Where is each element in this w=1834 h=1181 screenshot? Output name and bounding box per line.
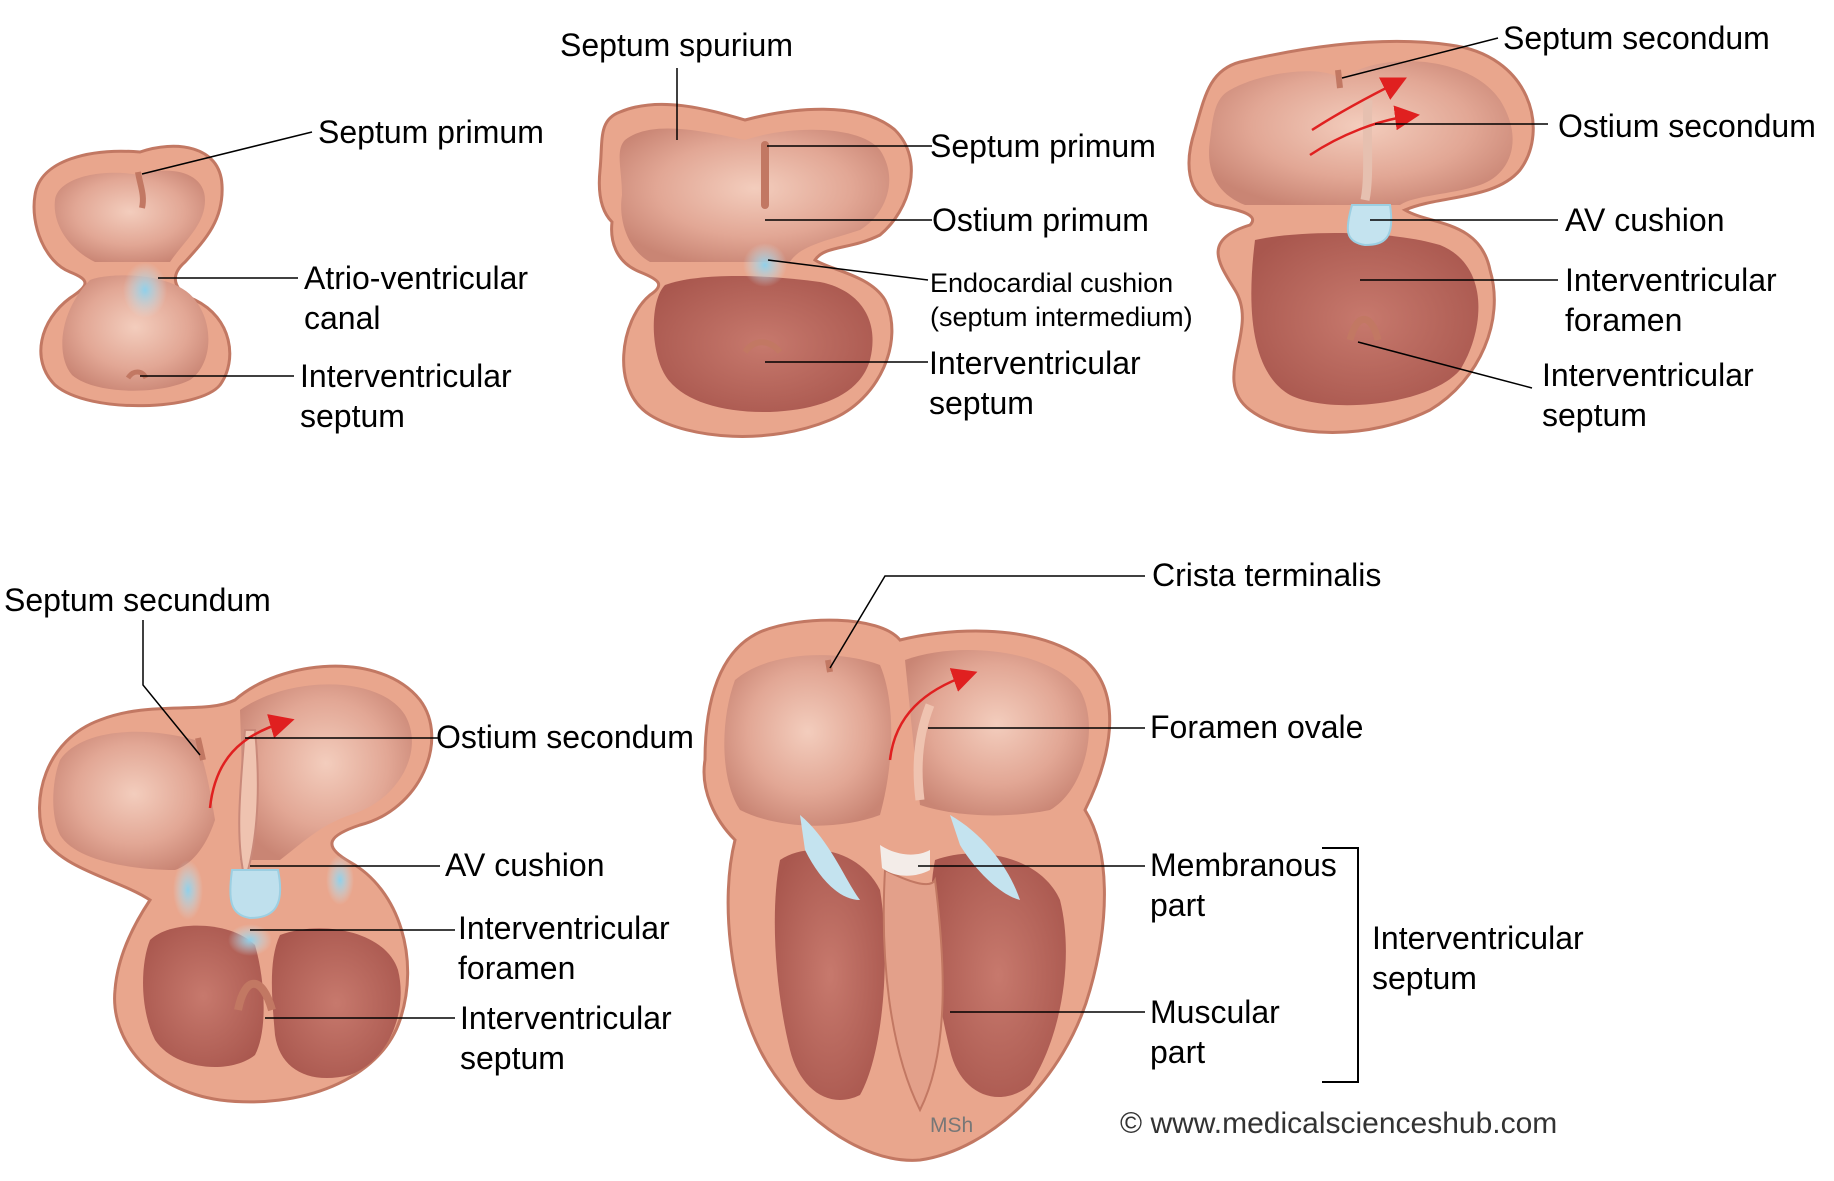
panel-e-muscular-label-line1: Muscular [1150, 994, 1280, 1030]
panel-a-iv-septum-label-line1: Interventricular [300, 358, 512, 394]
panel-b-endocardial-leader [767, 259, 929, 281]
panel-d-flow-arrow [208, 714, 295, 809]
panel-b-septum-spurium-label: Septum spurium [560, 27, 793, 63]
panel-a-iv-septum-label-line2: septum [300, 398, 405, 434]
panel-d-septum-secundum-label: Septum secundum [4, 582, 271, 618]
panel-e-left-atrium-cavity [905, 650, 1089, 816]
panel-c-av-cushion-label: AV cushion [1565, 202, 1725, 238]
panel-d-septum-secundum-leader [142, 620, 201, 756]
panel-d-av-cushion [229, 869, 282, 920]
panel-e-iv-septum-label-line1: Interventricular [1372, 920, 1584, 956]
panel-d-left-ventricle-cavity [143, 925, 264, 1067]
panel-b-endocardial-cushion [743, 243, 787, 287]
panel-c-flow-arrow-2 [1309, 105, 1420, 157]
panel-d-right-ventricle-cavity [271, 928, 401, 1079]
panel-d-cushion-left [173, 860, 203, 920]
panel-c-flow-arrow-1 [1311, 77, 1407, 132]
panel-a-av-canal-label-line1: Atrio-ventricular [304, 260, 529, 296]
panel-b-septum-primum-label: Septum primum [930, 128, 1156, 164]
panel-c-av-cushion [1346, 204, 1393, 247]
panel-b-iv-septum-ridge [742, 339, 783, 355]
panel-b-atrium-cavity [619, 128, 890, 262]
panel-d-cushion-right [326, 855, 354, 905]
panel-e-membranous-label-line2: part [1150, 887, 1206, 923]
panel-e-right-ventricle-cavity [774, 850, 885, 1100]
panel-c-septum-secondum-leader [1341, 37, 1499, 79]
panel-e-foramen-ovale-label: Foramen ovale [1150, 709, 1364, 745]
panel-e-cushion-left [800, 815, 860, 900]
panel-d-septum-secundum-fold [195, 737, 206, 761]
panel-a-septum-primum-label: Septum primum [318, 114, 544, 150]
panel-a-septum-primum-fold [135, 171, 146, 209]
panel-d-heart [38, 664, 434, 1104]
panel-c-heart [1187, 39, 1535, 434]
panel-e-iv-septum-bracket [1322, 847, 1359, 1083]
panel-c-septum-secondum-fold [1335, 69, 1343, 89]
panel-d-iv-foramen-label-line2: foramen [458, 950, 576, 986]
panel-e-membranous-label-line1: Membranous [1150, 847, 1337, 883]
panel-d-iv-foramen-label-line1: Interventricular [458, 910, 670, 946]
panel-e-crista-fold [825, 659, 833, 673]
panel-e-heart [702, 618, 1112, 1162]
panel-e-iv-septum-label-line2: septum [1372, 960, 1477, 996]
panel-d-av-cushion-label: AV cushion [445, 847, 605, 883]
panel-c-iv-septum-label-line2: septum [1542, 397, 1647, 433]
panel-c-iv-septum-ridge [1346, 315, 1382, 342]
panel-d-iv-septum-ridge [234, 979, 276, 1012]
panel-e-left-ventricle-cavity [930, 853, 1066, 1098]
panel-c-iv-foramen-label-line2: foramen [1565, 302, 1683, 338]
panel-d-foramen-blue [228, 924, 272, 956]
panel-c-iv-septum-leader [1357, 341, 1533, 389]
panel-e-foramen-flap [913, 703, 935, 801]
panel-a-ventricle-cavity [62, 275, 209, 391]
panel-c-iv-septum-label-line1: Interventricular [1542, 357, 1754, 393]
panel-a-heart [32, 144, 232, 408]
panel-a-av-canal-cushion [123, 262, 167, 318]
panel-b-endocardial-label-line1: Endocardial cushion [930, 268, 1174, 298]
panel-a-av-canal-label-line2: canal [304, 300, 381, 336]
panel-b-iv-septum-label-line1: Interventricular [929, 345, 1141, 381]
panel-e-flow-arrow [888, 668, 978, 761]
panel-e-crista-leader [829, 575, 1145, 669]
panel-d-iv-septum-label-line1: Interventricular [460, 1000, 672, 1036]
panel-a-atrium-cavity [54, 170, 205, 262]
panel-e-signature: MSh [930, 1114, 974, 1137]
panel-c-atrium-cavity [1209, 61, 1513, 205]
panel-c-septum-secondum-label: Septum secondum [1503, 20, 1770, 56]
copyright-text: © www.medicalscienceshub.com [1120, 1107, 1558, 1140]
panel-d-ostium-secondum-label: Ostium secondum [436, 719, 694, 755]
panel-d-right-atrium-cavity [53, 731, 215, 870]
panel-b-heart [597, 68, 913, 438]
panel-b-endocardial-label-line2: (septum intermedium) [930, 302, 1193, 332]
panel-b-iv-septum-label-line2: septum [929, 385, 1034, 421]
panel-e-membranous-septum [880, 845, 930, 876]
panel-e-right-atrium-cavity [724, 655, 892, 826]
panel-c-septum-primum-wall [1360, 99, 1373, 201]
panel-e-cushion-right [950, 815, 1020, 900]
panel-a-septum-primum-leader [141, 131, 313, 175]
panel-c-iv-foramen-label-line1: Interventricular [1565, 262, 1777, 298]
panel-e-muscular-label-line2: part [1150, 1034, 1206, 1070]
panel-e-crista-terminalis-label: Crista terminalis [1152, 557, 1382, 593]
panel-d-iv-septum-label-line2: septum [460, 1040, 565, 1076]
panel-b-ostium-primum-label: Ostium primum [932, 202, 1149, 238]
panel-e-muscular-septum [882, 868, 944, 1113]
panel-c-ostium-secondum-label: Ostium secondum [1558, 108, 1816, 144]
